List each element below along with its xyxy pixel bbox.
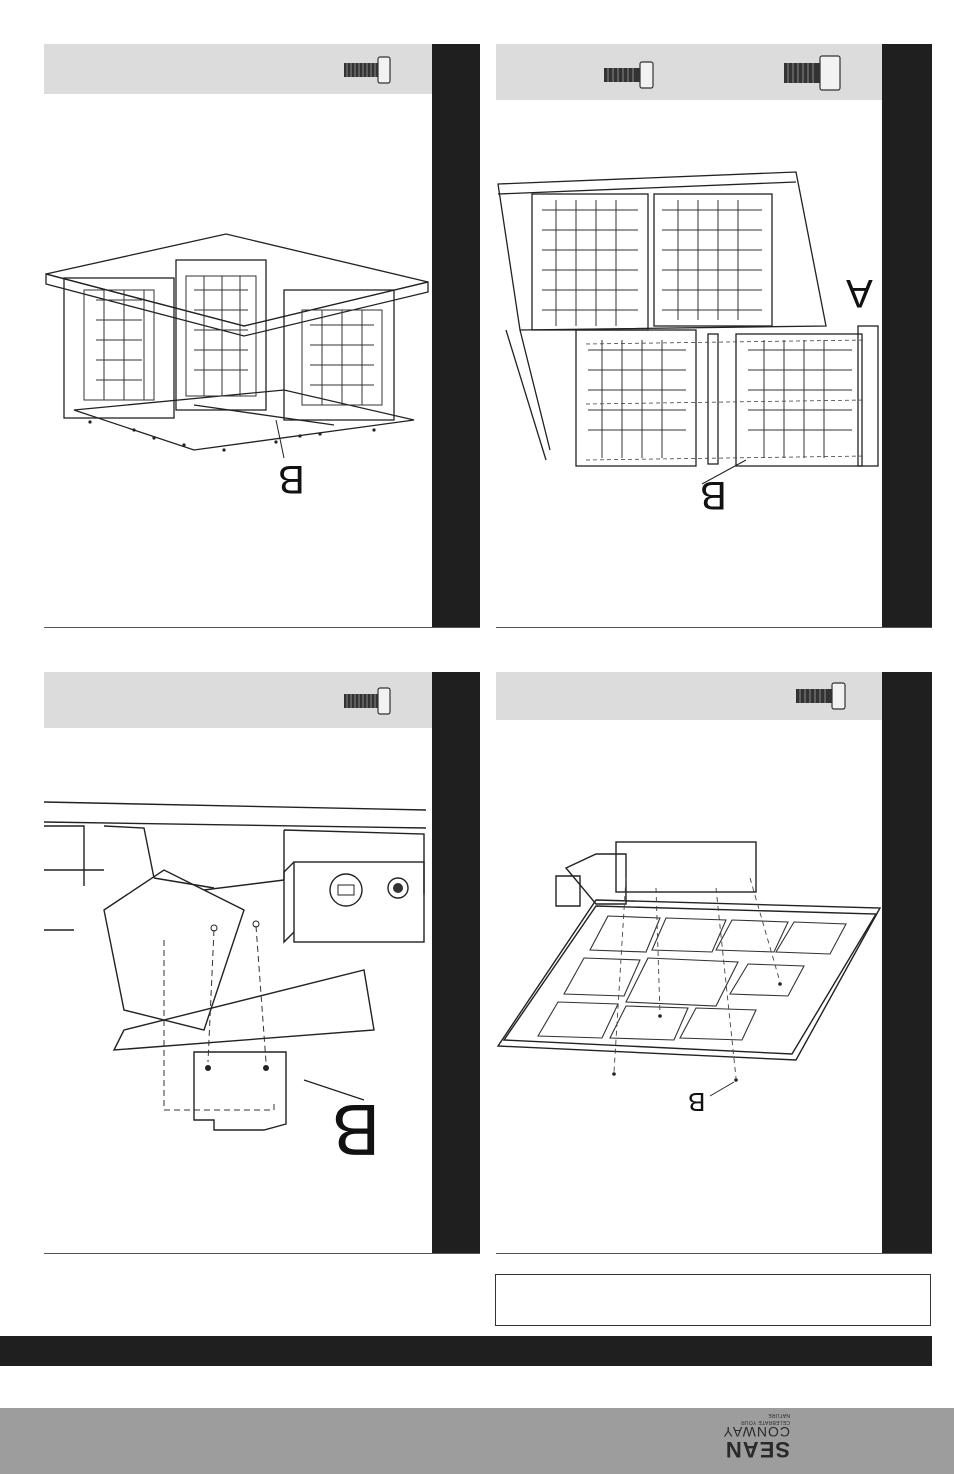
step-2-diagram — [496, 170, 882, 470]
step-3-bottom-rule — [44, 1253, 480, 1254]
bolt-icon — [344, 55, 392, 85]
step-4-bottom-rule — [496, 1253, 932, 1254]
bolt-icon-short — [604, 60, 654, 90]
bolt-icon — [344, 686, 392, 716]
part-label-b: B — [278, 456, 305, 501]
step-1-sidebar — [432, 44, 480, 628]
footer-bar — [0, 1408, 954, 1474]
step-2-sidebar — [882, 44, 932, 628]
logo-line-2: CONWAY — [722, 1425, 790, 1439]
step-4-diagram — [496, 838, 882, 1098]
bolt-icon-long — [784, 54, 842, 92]
logo-tagline: CELEBRATE YOUR NATURE — [722, 1411, 790, 1425]
step-3-sidebar — [432, 672, 480, 1254]
page-band — [0, 1336, 932, 1366]
step-1-bottom-rule — [44, 627, 480, 628]
bolt-icon — [796, 681, 846, 711]
step-2-bottom-rule — [496, 627, 932, 628]
part-label-b: B — [700, 472, 727, 517]
step-4-sidebar — [882, 672, 932, 1254]
part-label-b: B — [332, 1088, 380, 1170]
part-label-a: A — [846, 270, 873, 315]
part-label-b: B — [688, 1086, 705, 1117]
step-1-diagram — [44, 230, 434, 470]
brand-logo: SEAN CONWAY CELEBRATE YOUR NATURE — [722, 1411, 790, 1459]
logo-line-1: SEAN — [722, 1439, 790, 1459]
note-box — [495, 1274, 931, 1326]
